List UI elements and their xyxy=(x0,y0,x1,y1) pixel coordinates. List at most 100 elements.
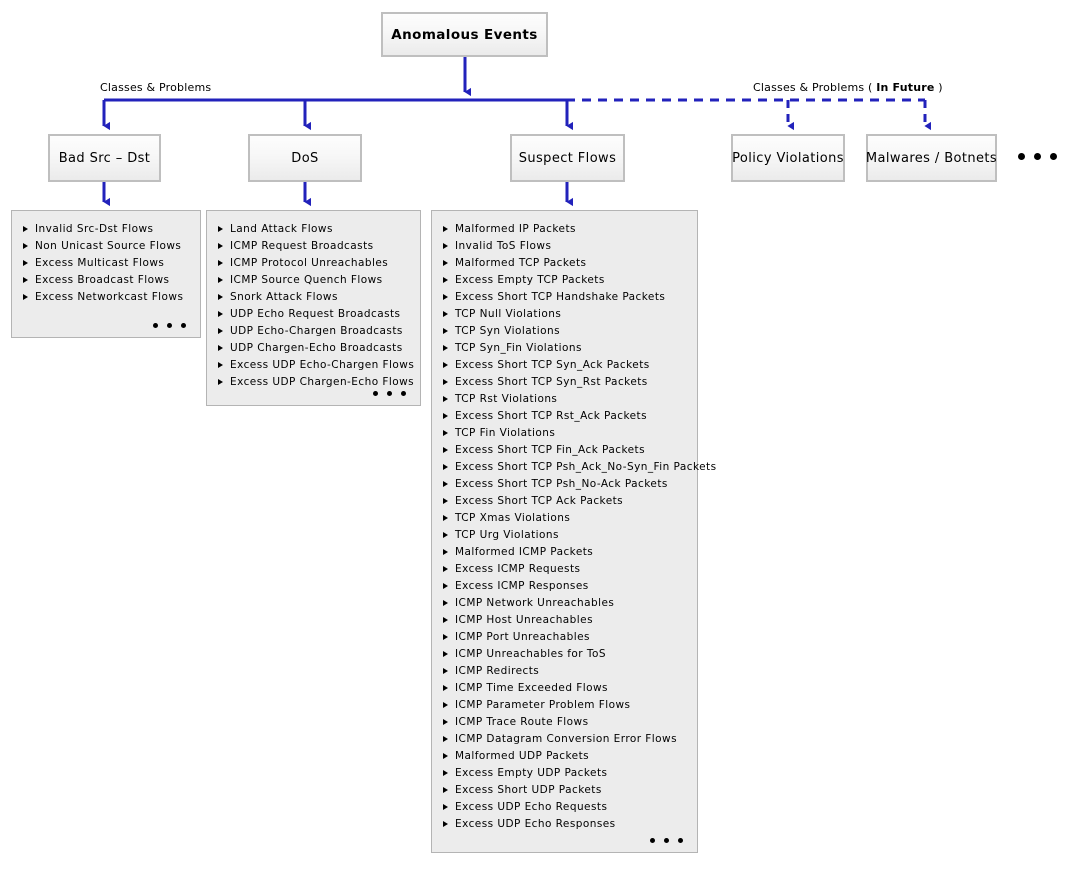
list-item[interactable]: Excess Short TCP Syn_Ack Packets xyxy=(442,357,687,374)
list-item[interactable]: Non Unicast Source Flows xyxy=(22,238,190,255)
list-item-label: ICMP Host Unreachables xyxy=(455,614,593,626)
list-item[interactable]: Land Attack Flows xyxy=(217,221,410,238)
list-item[interactable]: ICMP Time Exceeded Flows xyxy=(442,680,687,697)
list-item[interactable]: Excess UDP Echo Requests xyxy=(442,799,687,816)
list-item-label: Excess Short UDP Packets xyxy=(455,784,602,796)
list-item[interactable]: TCP Fin Violations xyxy=(442,425,687,442)
list-item-label: Excess UDP Echo-Chargen Flows xyxy=(230,359,415,371)
list-item-label: Excess Short TCP Handshake Packets xyxy=(455,291,666,303)
bullet-triangle-icon xyxy=(443,430,448,436)
list-item[interactable]: Excess Short TCP Psh_Ack_No-Syn_Fin Pack… xyxy=(442,459,716,476)
list-item[interactable]: Excess Short TCP Fin_Ack Packets xyxy=(442,442,687,459)
bullet-triangle-icon xyxy=(443,481,448,487)
list-item[interactable]: TCP Urg Violations xyxy=(442,527,687,544)
list-item[interactable]: Excess ICMP Responses xyxy=(442,578,687,595)
bullet-triangle-icon xyxy=(443,549,448,555)
list-item-label: ICMP Time Exceeded Flows xyxy=(455,682,608,694)
node-suspect-flows[interactable]: Suspect Flows xyxy=(510,134,625,182)
list-item[interactable]: ICMP Network Unreachables xyxy=(442,595,687,612)
list-item[interactable]: Excess UDP Echo-Chargen Flows xyxy=(217,357,414,374)
list-item[interactable]: TCP Rst Violations xyxy=(442,391,687,408)
bullet-triangle-icon xyxy=(443,821,448,827)
list-item[interactable]: UDP Echo Request Broadcasts xyxy=(217,306,410,323)
list-item[interactable]: UDP Echo-Chargen Broadcasts xyxy=(217,323,410,340)
list-item-label: ICMP Port Unreachables xyxy=(455,631,590,643)
node-malwares-botnets[interactable]: Malwares / Botnets xyxy=(866,134,997,182)
list-item-label: Invalid Src-Dst Flows xyxy=(35,223,154,235)
list-item-label: Excess Short TCP Ack Packets xyxy=(455,495,624,507)
list-item[interactable]: ICMP Datagram Conversion Error Flows xyxy=(442,731,687,748)
bullet-triangle-icon xyxy=(218,260,223,266)
list-item[interactable]: Excess Networkcast Flows xyxy=(22,289,190,306)
node-bad-src-dst[interactable]: Bad Src – Dst xyxy=(48,134,161,182)
list-item[interactable]: Excess Short TCP Handshake Packets xyxy=(442,289,687,306)
bullet-triangle-icon xyxy=(218,277,223,283)
bullet-triangle-icon xyxy=(443,277,448,283)
list-item[interactable]: TCP Null Violations xyxy=(442,306,687,323)
list-item[interactable]: ICMP Host Unreachables xyxy=(442,612,687,629)
bullet-triangle-icon xyxy=(443,345,448,351)
bullet-triangle-icon xyxy=(443,294,448,300)
list-item[interactable]: Excess Multicast Flows xyxy=(22,255,190,272)
list-item[interactable]: Excess UDP Echo Responses xyxy=(442,816,687,833)
bullet-triangle-icon xyxy=(443,464,448,470)
bullet-triangle-icon xyxy=(443,396,448,402)
list-item[interactable]: ICMP Unreachables for ToS xyxy=(442,646,687,663)
list-item[interactable]: TCP Xmas Violations xyxy=(442,510,687,527)
list-item[interactable]: TCP Syn Violations xyxy=(442,323,687,340)
list-item[interactable]: ICMP Port Unreachables xyxy=(442,629,687,646)
bullet-triangle-icon xyxy=(443,311,448,317)
node-malwares-botnets-label: Malwares / Botnets xyxy=(865,150,998,166)
list-item[interactable]: TCP Syn_Fin Violations xyxy=(442,340,687,357)
panel-ellipsis xyxy=(153,323,186,328)
list-item-label: ICMP Trace Route Flows xyxy=(455,716,589,728)
bullet-triangle-icon xyxy=(23,294,28,300)
list-item[interactable]: Excess UDP Chargen-Echo Flows xyxy=(217,374,414,391)
list-item[interactable]: Excess Short TCP Psh_No-Ack Packets xyxy=(442,476,687,493)
list-item[interactable]: Malformed TCP Packets xyxy=(442,255,687,272)
list-item[interactable]: Snork Attack Flows xyxy=(217,289,410,306)
list-item[interactable]: Excess Empty UDP Packets xyxy=(442,765,687,782)
list-item[interactable]: Malformed IP Packets xyxy=(442,221,687,238)
list-item[interactable]: Excess ICMP Requests xyxy=(442,561,687,578)
list-item-label: Excess Short TCP Psh_Ack_No-Syn_Fin Pack… xyxy=(455,461,717,473)
node-bad-src-dst-label: Bad Src – Dst xyxy=(58,150,151,166)
list-item-label: Excess Short TCP Rst_Ack Packets xyxy=(455,410,648,422)
list-item[interactable]: Excess Short UDP Packets xyxy=(442,782,687,799)
list-item-label: Snork Attack Flows xyxy=(230,291,338,303)
list-item[interactable]: ICMP Request Broadcasts xyxy=(217,238,410,255)
node-anomalous-events[interactable]: Anomalous Events xyxy=(381,12,548,57)
list-item-label: Excess Short TCP Fin_Ack Packets xyxy=(455,444,645,456)
list-item[interactable]: Excess Short TCP Rst_Ack Packets xyxy=(442,408,687,425)
node-dos-label: DoS xyxy=(291,150,319,166)
list-item[interactable]: Excess Short TCP Syn_Rst Packets xyxy=(442,374,687,391)
ellipsis-dot xyxy=(401,391,406,396)
list-item[interactable]: ICMP Protocol Unreachables xyxy=(217,255,410,272)
list-item[interactable]: UDP Chargen-Echo Broadcasts xyxy=(217,340,410,357)
list-item-label: TCP Rst Violations xyxy=(455,393,558,405)
node-dos[interactable]: DoS xyxy=(248,134,362,182)
list-item[interactable]: ICMP Redirects xyxy=(442,663,687,680)
list-item[interactable]: Malformed UDP Packets xyxy=(442,748,687,765)
bullet-triangle-icon xyxy=(443,634,448,640)
list-item[interactable]: Invalid ToS Flows xyxy=(442,238,687,255)
node-policy-violations[interactable]: Policy Violations xyxy=(731,134,845,182)
list-item[interactable]: ICMP Parameter Problem Flows xyxy=(442,697,687,714)
list-item-label: TCP Syn_Fin Violations xyxy=(455,342,582,354)
list-item-label: Non Unicast Source Flows xyxy=(35,240,182,252)
list-item[interactable]: ICMP Source Quench Flows xyxy=(217,272,410,289)
list-item[interactable]: Excess Short TCP Ack Packets xyxy=(442,493,687,510)
list-item[interactable]: ICMP Trace Route Flows xyxy=(442,714,687,731)
bullet-triangle-icon xyxy=(443,753,448,759)
list-item[interactable]: Excess Empty TCP Packets xyxy=(442,272,687,289)
list-item[interactable]: Excess Broadcast Flows xyxy=(22,272,190,289)
list-item-label: TCP Null Violations xyxy=(455,308,562,320)
bullet-triangle-icon xyxy=(218,328,223,334)
list-item[interactable]: Malformed ICMP Packets xyxy=(442,544,687,561)
list-item[interactable]: Invalid Src-Dst Flows xyxy=(22,221,190,238)
list-item-label: Excess Short TCP Psh_No-Ack Packets xyxy=(455,478,668,490)
bullet-triangle-icon xyxy=(443,379,448,385)
